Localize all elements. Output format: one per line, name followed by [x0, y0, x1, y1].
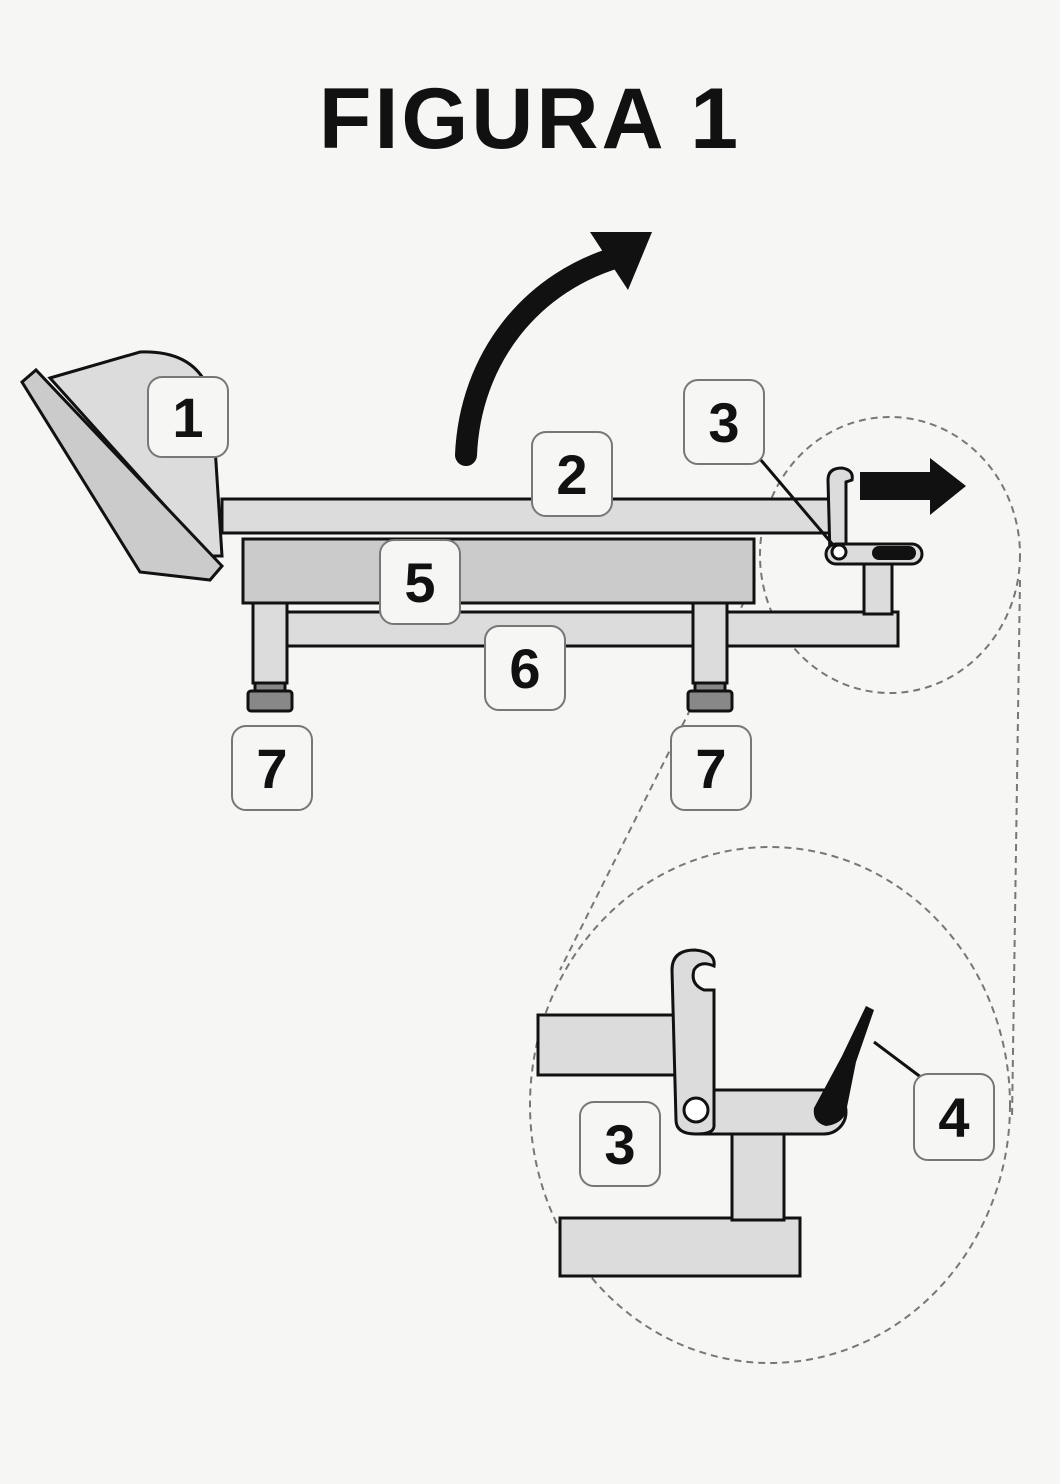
callout-6: 6 [484, 625, 566, 711]
callout-4: 4 [913, 1073, 995, 1161]
part-6-base-rail [251, 610, 900, 648]
detail-lever [813, 1006, 874, 1126]
detail-hook [670, 948, 716, 1136]
callout-2-label: 2 [556, 443, 587, 506]
callouts: 1 2 3 5 6 7 7 [147, 376, 995, 1187]
callout-3-detail-label: 3 [604, 1113, 635, 1176]
callout-3-detail: 3 [579, 1101, 661, 1187]
callout-7-right: 7 [670, 725, 752, 811]
callout-2: 2 [531, 431, 613, 517]
callout-6-label: 6 [509, 637, 540, 700]
detail-pivot [682, 1096, 710, 1124]
detail-view [536, 948, 923, 1278]
callout-1-label: 1 [172, 386, 203, 449]
pull-arrow [860, 458, 966, 515]
callout-3-main: 3 [683, 379, 765, 465]
part-3-latch [758, 458, 924, 566]
callout-1: 1 [147, 376, 229, 458]
detail-post [730, 1130, 786, 1222]
callout-4-label: 4 [938, 1086, 969, 1149]
callout-7-left: 7 [231, 725, 313, 811]
lift-arrow [455, 232, 652, 466]
callout-5-label: 5 [404, 551, 435, 614]
figure-title: FIGURA 1 [318, 71, 742, 167]
callout-7-left-label: 7 [256, 737, 287, 800]
callout-7-right-label: 7 [695, 737, 726, 800]
callout-3-main-label: 3 [708, 391, 739, 454]
detail-base-rail [558, 1216, 802, 1278]
callout-5: 5 [379, 539, 461, 625]
part-7-feet [246, 681, 734, 713]
part-2-top-beam [220, 497, 836, 535]
part-5-body [241, 537, 756, 605]
detail-top-beam [536, 1013, 690, 1077]
